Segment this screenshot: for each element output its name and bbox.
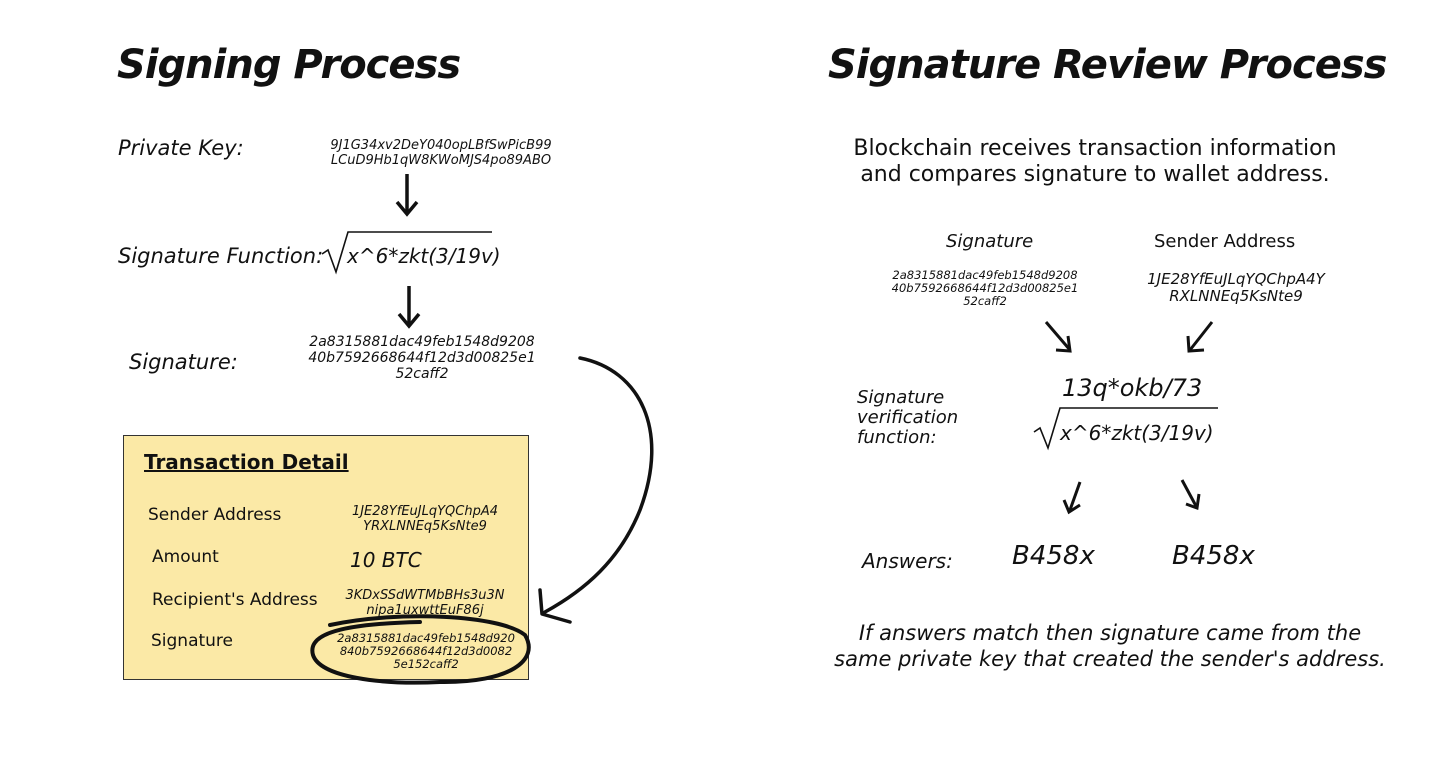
tx-signature-line-3: 5e152caff2	[393, 657, 459, 671]
answers-label: Answers:	[862, 549, 953, 573]
private-key-line-1: 9J1G34xv2DeY040opLBfSwPicB99	[330, 138, 552, 153]
signature-line-3: 52caff2	[395, 366, 449, 382]
curved-arrow-icon	[543, 356, 654, 614]
arrow-down-icon	[397, 286, 421, 329]
arrow-down-left-icon	[1062, 481, 1082, 515]
conclusion-line-1: If answers match then signature came fro…	[858, 621, 1362, 645]
signature-value: 2a8315881dac49feb1548d9208 40b7592668644…	[287, 334, 557, 382]
review-sender-label: Sender Address	[1154, 231, 1296, 252]
review-sender-line-2: RXLNNEq5KsNte9	[1169, 287, 1303, 305]
tx-sender-line-1: 1JE28YfEuJLqYQChpA4	[351, 504, 499, 519]
review-signature-value: 2a8315881dac49feb1548d9208 40b7592668644…	[880, 269, 1090, 308]
arrow-down-right-icon	[1044, 321, 1072, 353]
transaction-detail-title: Transaction Detail	[144, 450, 349, 474]
review-sender-value: 1JE28YfEuJLqYQChpA4Y RXLNNEq5KsNte9	[1126, 271, 1346, 305]
signature-label: Signature:	[129, 350, 238, 374]
arrow-down-right-icon	[1180, 479, 1201, 511]
review-intro-line-1: Blockchain receives transaction informat…	[853, 136, 1337, 161]
tx-signature-line-1: 2a8315881dac49feb1548d920	[337, 631, 515, 645]
tx-recipient-label: Recipient's Address	[152, 590, 318, 610]
tx-recipient-value: 3KDxSSdWTMbBHs3u3N nipa1uxwttEuF86j	[320, 588, 530, 618]
verification-label-line-1: Signature	[857, 387, 945, 408]
transaction-detail-box: Transaction Detail Sender Address 1JE28Y…	[123, 435, 529, 680]
review-signature-label: Signature	[946, 231, 1034, 252]
verification-label-line-3: function:	[857, 427, 937, 448]
tx-sender-value: 1JE28YfEuJLqYQChpA4 YRXLNNEq5KsNte9	[320, 504, 530, 534]
private-key-line-2: LCuD9Hb1qW8KWoMJS4po89ABO	[330, 153, 552, 168]
review-process-title: Signature Review Process	[828, 42, 1387, 88]
review-intro-line-2: and compares signature to wallet address…	[860, 162, 1330, 187]
tx-amount-label: Amount	[152, 547, 219, 567]
signature-function-formula: x^6*zkt(3/19v)	[347, 244, 501, 268]
signature-line-2: 40b7592668644f12d3d00825e1	[308, 350, 536, 366]
review-sender-line-1: 1JE28YfEuJLqYQChpA4Y	[1147, 270, 1325, 288]
verification-function-label: Signature verification function:	[857, 388, 958, 448]
answer-right: B458x	[1172, 541, 1255, 571]
signature-circle-icon	[310, 614, 531, 685]
arrow-down-left-icon	[1186, 321, 1214, 353]
signing-process-title: Signing Process	[117, 42, 461, 88]
conclusion-line-2: same private key that created the sender…	[834, 647, 1386, 671]
verification-label-line-2: verification	[857, 407, 959, 428]
private-key-value: 9J1G34xv2DeY040opLBfSwPicB99 LCuD9Hb1qW8…	[306, 138, 576, 168]
private-key-label: Private Key:	[118, 136, 244, 160]
arrow-down-icon	[395, 174, 419, 217]
tx-recipient-line-1: 3KDxSSdWTMbBHs3u3N	[345, 588, 505, 603]
review-intro: Blockchain receives transaction informat…	[835, 136, 1355, 188]
signature-function-label: Signature Function:	[118, 244, 324, 268]
tx-recipient-line-2: nipa1uxwttEuF86j	[366, 603, 484, 618]
review-signature-line-3: 52caff2	[963, 294, 1007, 308]
verification-sqrt-icon	[1033, 407, 1218, 451]
review-signature-line-2: 40b7592668644f12d3d00825e1	[891, 281, 1079, 295]
tx-signature-line-2: 840b7592668644f12d3d0082	[339, 644, 513, 658]
tx-signature-value: 2a8315881dac49feb1548d920 840b7592668644…	[316, 632, 536, 671]
verification-denominator: x^6*zkt(3/19v)	[1060, 421, 1214, 445]
signature-line-1: 2a8315881dac49feb1548d9208	[309, 334, 535, 350]
review-conclusion: If answers match then signature came fro…	[805, 620, 1415, 672]
tx-signature-label: Signature	[151, 631, 234, 651]
review-signature-line-1: 2a8315881dac49feb1548d9208	[892, 268, 1078, 282]
tx-sender-label: Sender Address	[148, 505, 282, 525]
tx-amount-value: 10 BTC	[350, 548, 422, 572]
answer-left: B458x	[1012, 541, 1095, 571]
sqrt-symbol-icon	[321, 231, 492, 275]
tx-sender-line-2: YRXLNNEq5KsNte9	[363, 519, 487, 534]
curved-arrow-head-icon	[538, 588, 572, 624]
verification-numerator: 13q*okb/73	[1062, 374, 1203, 402]
